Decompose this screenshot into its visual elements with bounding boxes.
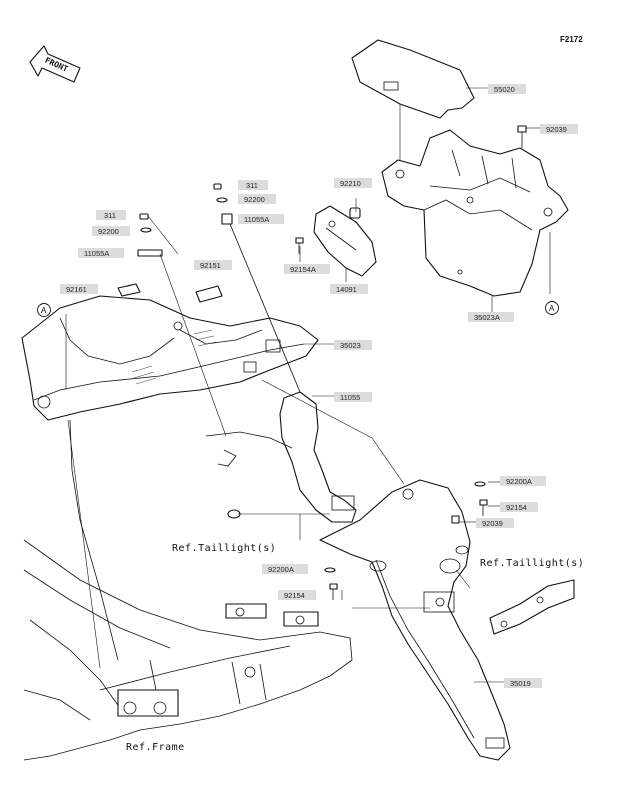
label-92039-top: 92039 [540,124,578,134]
label-92154a: 92154A [284,264,330,274]
bolt-92039-mid [451,515,460,524]
washer-92200a-right [474,481,486,487]
grommet-311-right [213,183,222,190]
ref-frame: Ref.Frame [126,742,185,753]
leader-lines [65,87,551,683]
svg-text:11055A: 11055A [84,249,109,258]
bracket-14091 [313,205,377,277]
nut-11055a-right [221,213,233,225]
callout-a-left: A [37,303,51,317]
grommet-311-left [139,213,149,220]
part-labels: 55020 92039 92210 311 92200 11055A 311 [60,84,578,688]
figure-number: F2172 [560,35,583,44]
svg-text:92210: 92210 [340,179,361,188]
rear-fender-35019 [319,479,511,761]
label-92039-mid: 92039 [476,518,514,528]
label-35019: 35019 [504,678,542,688]
svg-text:A: A [549,304,555,313]
ref-taillight-right: Ref.Taillight(s) [480,558,584,569]
rear-fender-35023 [21,295,319,421]
label-92154-right: 92154 [500,502,538,512]
svg-text:92161: 92161 [66,285,87,294]
washer-92200-right [216,197,228,203]
label-311-left: 311 [96,210,126,220]
label-11055a-left: 11055A [78,248,124,258]
label-14091: 14091 [330,284,368,294]
svg-text:A: A [41,306,47,315]
svg-text:92154: 92154 [284,591,305,600]
frame [23,419,353,761]
svg-text:92154: 92154 [506,503,527,512]
svg-text:92200: 92200 [98,227,119,236]
undertray-35023a [381,129,569,297]
svg-text:92200: 92200 [244,195,265,204]
svg-text:55020: 55020 [494,85,515,94]
taillight-bracket [489,579,575,635]
svg-text:35019: 35019 [510,679,531,688]
svg-text:92200A: 92200A [268,565,294,574]
svg-text:311: 311 [246,181,258,190]
label-92200a-right: 92200A [500,476,546,486]
svg-text:311: 311 [104,211,116,220]
svg-text:11055A: 11055A [244,215,269,224]
svg-text:35023A: 35023A [474,313,500,322]
label-311-right: 311 [238,180,268,190]
label-92151: 92151 [194,260,232,270]
front-arrow-icon: FRONT [29,45,81,83]
callout-a-right: A [545,301,559,315]
label-11055a-right: 11055A [238,214,284,224]
label-35023: 35023 [334,340,372,350]
label-92200a-left: 92200A [262,564,308,574]
label-35023a: 35023A [468,312,514,322]
seat-cover-55020 [351,39,475,119]
label-92161: 92161 [60,284,98,294]
svg-text:92154A: 92154A [290,265,316,274]
label-92154-left: 92154 [278,590,316,600]
label-92200-left: 92200 [92,226,130,236]
washer-92200-left [140,227,152,233]
nut-11055a-left [137,249,163,257]
label-11055: 11055 [334,392,372,402]
svg-text:11055: 11055 [340,393,360,402]
bracket-11055 [205,391,357,523]
svg-text:14091: 14091 [336,285,357,294]
pad-92151 [195,285,223,303]
damper-92210 [349,207,361,219]
ref-taillight-left: Ref.Taillight(s) [172,543,276,554]
bolt-92154-left [329,583,338,600]
svg-text:92151: 92151 [200,261,221,270]
label-92210: 92210 [334,178,372,188]
bolt-92154a [295,237,304,254]
bolt-92154-right [479,499,488,516]
svg-text:35023: 35023 [340,341,361,350]
svg-text:92200A: 92200A [506,477,532,486]
label-55020: 55020 [488,84,526,94]
svg-text:92039: 92039 [482,519,503,528]
pad-92161 [117,283,141,297]
washer-92200a-left [324,567,336,573]
bolt-92039-top [517,125,527,148]
long-rod [229,223,301,393]
svg-text:92039: 92039 [546,125,567,134]
label-92200-right: 92200 [238,194,276,204]
